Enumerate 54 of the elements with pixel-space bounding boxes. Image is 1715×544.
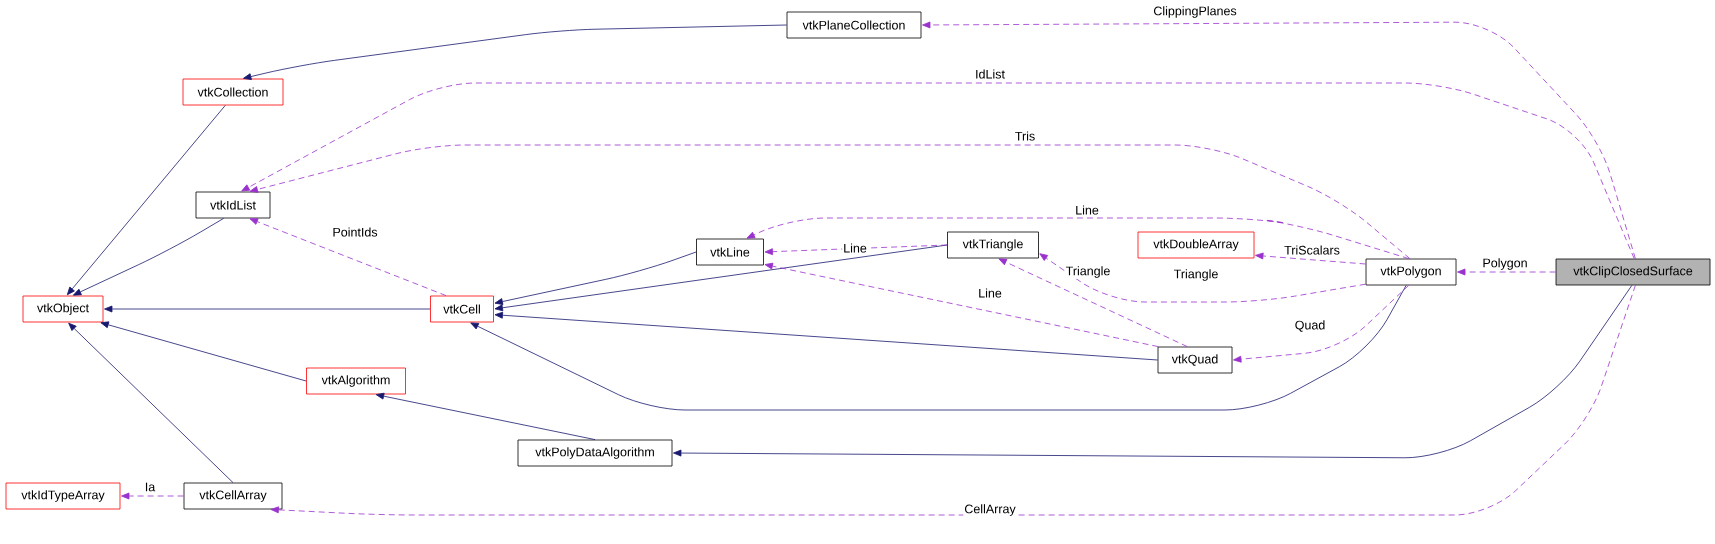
arrow — [922, 21, 1636, 259]
arrow — [764, 262, 1159, 347]
arrow — [1255, 252, 1366, 265]
class-box: vtkClipClosedSurface — [1555, 258, 1711, 286]
class-box: vtkDoubleArray — [1137, 231, 1255, 259]
arrow — [764, 244, 948, 256]
edge-label: PointIds — [331, 226, 379, 238]
class-box: vtkCollection — [182, 78, 284, 106]
arrow — [746, 217, 1410, 259]
class-box: vtkAlgorithm — [306, 367, 406, 395]
arrow — [121, 492, 184, 500]
class-box: vtkIdList — [195, 191, 271, 219]
edge-label: Tris — [1013, 130, 1037, 142]
arrow — [73, 218, 224, 296]
arrow — [270, 285, 1636, 516]
arrow — [100, 321, 307, 382]
arrow — [243, 24, 787, 80]
arrow — [998, 258, 1188, 347]
class-box: vtkCellArray — [183, 482, 283, 510]
arrow — [1039, 253, 1366, 303]
class-box: vtkObject — [22, 295, 104, 323]
arrow — [66, 105, 226, 296]
edge-label: Ia — [143, 481, 157, 493]
arrow — [249, 218, 447, 296]
arrow — [494, 311, 1158, 361]
class-box: vtkPlaneCollection — [786, 11, 922, 39]
edge-label: ClippingPlanes — [1152, 5, 1238, 19]
arrow — [375, 392, 596, 440]
arrow — [1233, 285, 1410, 363]
edge-label: Line — [977, 287, 1003, 299]
class-box: vtkLine — [696, 238, 764, 266]
arrow — [68, 322, 234, 483]
arrow — [470, 285, 1407, 411]
edge-label: Quad — [1293, 319, 1327, 333]
class-box: vtkPolygon — [1365, 258, 1457, 286]
edge-label: Polygon — [1481, 257, 1529, 271]
edge-label: Line — [842, 242, 868, 254]
edge-label: Triangle — [1064, 265, 1112, 279]
class-box: vtkTriangle — [947, 231, 1039, 259]
edge-label: Line — [1074, 204, 1100, 216]
class-box: vtkQuad — [1157, 346, 1233, 374]
arrow — [104, 305, 431, 313]
edge-label: TriScalars — [1283, 244, 1341, 256]
edge-label: IdList — [974, 68, 1006, 80]
edge-label: Triangle — [1172, 268, 1220, 282]
arrow — [1457, 268, 1556, 276]
class-box: vtkPolyDataAlgorithm — [517, 439, 673, 467]
edge-label: CellArray — [963, 503, 1017, 517]
class-box: vtkIdTypeArray — [5, 482, 121, 510]
arrow — [249, 144, 1411, 259]
arrow — [494, 251, 697, 305]
arrow — [241, 82, 1635, 259]
arrow — [673, 285, 1633, 459]
class-box: vtkCell — [430, 295, 494, 323]
